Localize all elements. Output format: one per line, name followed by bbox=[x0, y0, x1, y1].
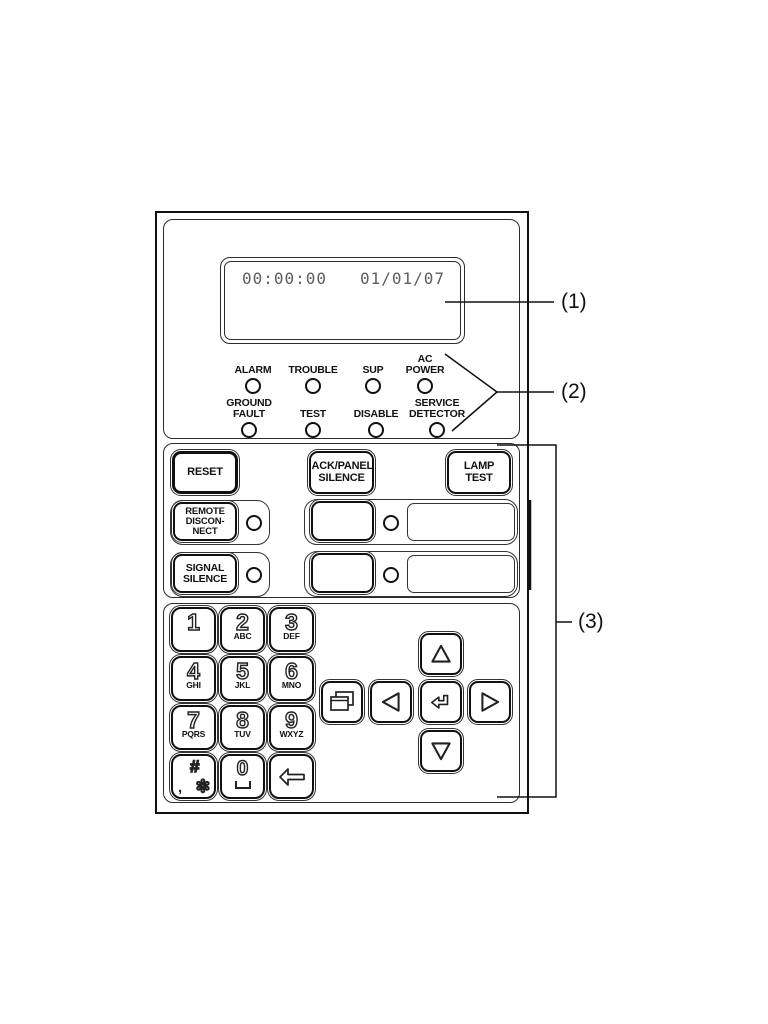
nav-left-button[interactable] bbox=[368, 679, 414, 725]
key-hash-star[interactable]: # , ✻ bbox=[169, 752, 218, 801]
menu-button[interactable] bbox=[319, 679, 365, 725]
option-1-led-icon bbox=[383, 515, 399, 531]
right-arrow-icon bbox=[481, 692, 500, 712]
key-backspace[interactable] bbox=[267, 752, 316, 801]
reset-button[interactable]: RESET bbox=[169, 448, 241, 497]
star-symbol: ✻ bbox=[195, 776, 211, 796]
comma-symbol: , bbox=[178, 779, 183, 796]
key-7[interactable]: 7 PQRS bbox=[169, 703, 218, 752]
ac-power-led-icon bbox=[417, 378, 433, 394]
led-service-detector: SERVICE DETECTOR bbox=[402, 396, 472, 438]
ground-fault-led-icon bbox=[241, 422, 257, 438]
up-arrow-icon bbox=[431, 644, 451, 663]
led-ground-fault: GROUND FAULT bbox=[218, 396, 280, 438]
led-alarm: ALARM bbox=[218, 352, 288, 394]
signal-silence-button[interactable]: SIGNAL SILENCE bbox=[170, 551, 240, 596]
disable-led-icon bbox=[368, 422, 384, 438]
hash-symbol: # bbox=[189, 756, 200, 776]
space-symbol-icon bbox=[234, 781, 251, 789]
callout-label-display: (1) bbox=[561, 290, 587, 313]
led-sup: SUP bbox=[338, 352, 408, 394]
lcd-time: 00:00:00 bbox=[242, 269, 328, 288]
ack-panel-silence-button[interactable]: ACK/PANEL SILENCE bbox=[306, 448, 377, 497]
key-9[interactable]: 9 WXYZ bbox=[267, 703, 316, 752]
lamp-test-button[interactable]: LAMP TEST bbox=[444, 448, 514, 497]
key-6[interactable]: 6 MNO bbox=[267, 654, 316, 703]
remote-disconnect-led-icon bbox=[246, 515, 262, 531]
enter-button[interactable] bbox=[418, 679, 464, 725]
led-disable: DISABLE bbox=[341, 396, 411, 438]
blank-label-slot-2 bbox=[407, 555, 515, 593]
alarm-led-icon bbox=[245, 378, 261, 394]
trouble-led-icon bbox=[305, 378, 321, 394]
option-2-led-icon bbox=[383, 567, 399, 583]
led-trouble: TROUBLE bbox=[278, 352, 348, 394]
nav-right-button[interactable] bbox=[467, 679, 513, 725]
callout-label-controls: (3) bbox=[578, 610, 604, 633]
led-ac-power: AC POWER bbox=[397, 352, 453, 394]
key-4[interactable]: 4 GHI bbox=[169, 654, 218, 703]
nav-up-button[interactable] bbox=[418, 631, 464, 677]
down-arrow-icon bbox=[431, 742, 451, 761]
left-arrow-icon bbox=[381, 692, 400, 712]
blank-option-button-2[interactable] bbox=[308, 550, 377, 596]
key-2[interactable]: 2 ABC bbox=[218, 605, 267, 654]
service-detector-led-icon bbox=[429, 422, 445, 438]
remote-disconnect-button[interactable]: REMOTE DISCON-NECT bbox=[170, 499, 240, 544]
sup-led-icon bbox=[365, 378, 381, 394]
key-1[interactable]: 1 bbox=[169, 605, 218, 654]
blank-label-slot-1 bbox=[407, 503, 515, 541]
lcd-display: 00:00:00 01/01/07 bbox=[220, 257, 465, 344]
nav-down-button[interactable] bbox=[418, 728, 464, 774]
key-3[interactable]: 3 DEF bbox=[267, 605, 316, 654]
menu-pages-icon bbox=[330, 691, 354, 711]
signal-silence-led-icon bbox=[246, 567, 262, 583]
key-5[interactable]: 5 JKL bbox=[218, 654, 267, 703]
callout-label-leds: (2) bbox=[561, 380, 587, 403]
lcd-date: 01/01/07 bbox=[359, 269, 445, 288]
enter-icon bbox=[430, 694, 449, 709]
led-test: TEST bbox=[278, 396, 348, 438]
key-8[interactable]: 8 TUV bbox=[218, 703, 267, 752]
test-led-icon bbox=[305, 422, 321, 438]
key-0[interactable]: 0 bbox=[218, 752, 267, 801]
backspace-icon bbox=[278, 767, 305, 786]
blank-option-button-1[interactable] bbox=[308, 498, 377, 544]
